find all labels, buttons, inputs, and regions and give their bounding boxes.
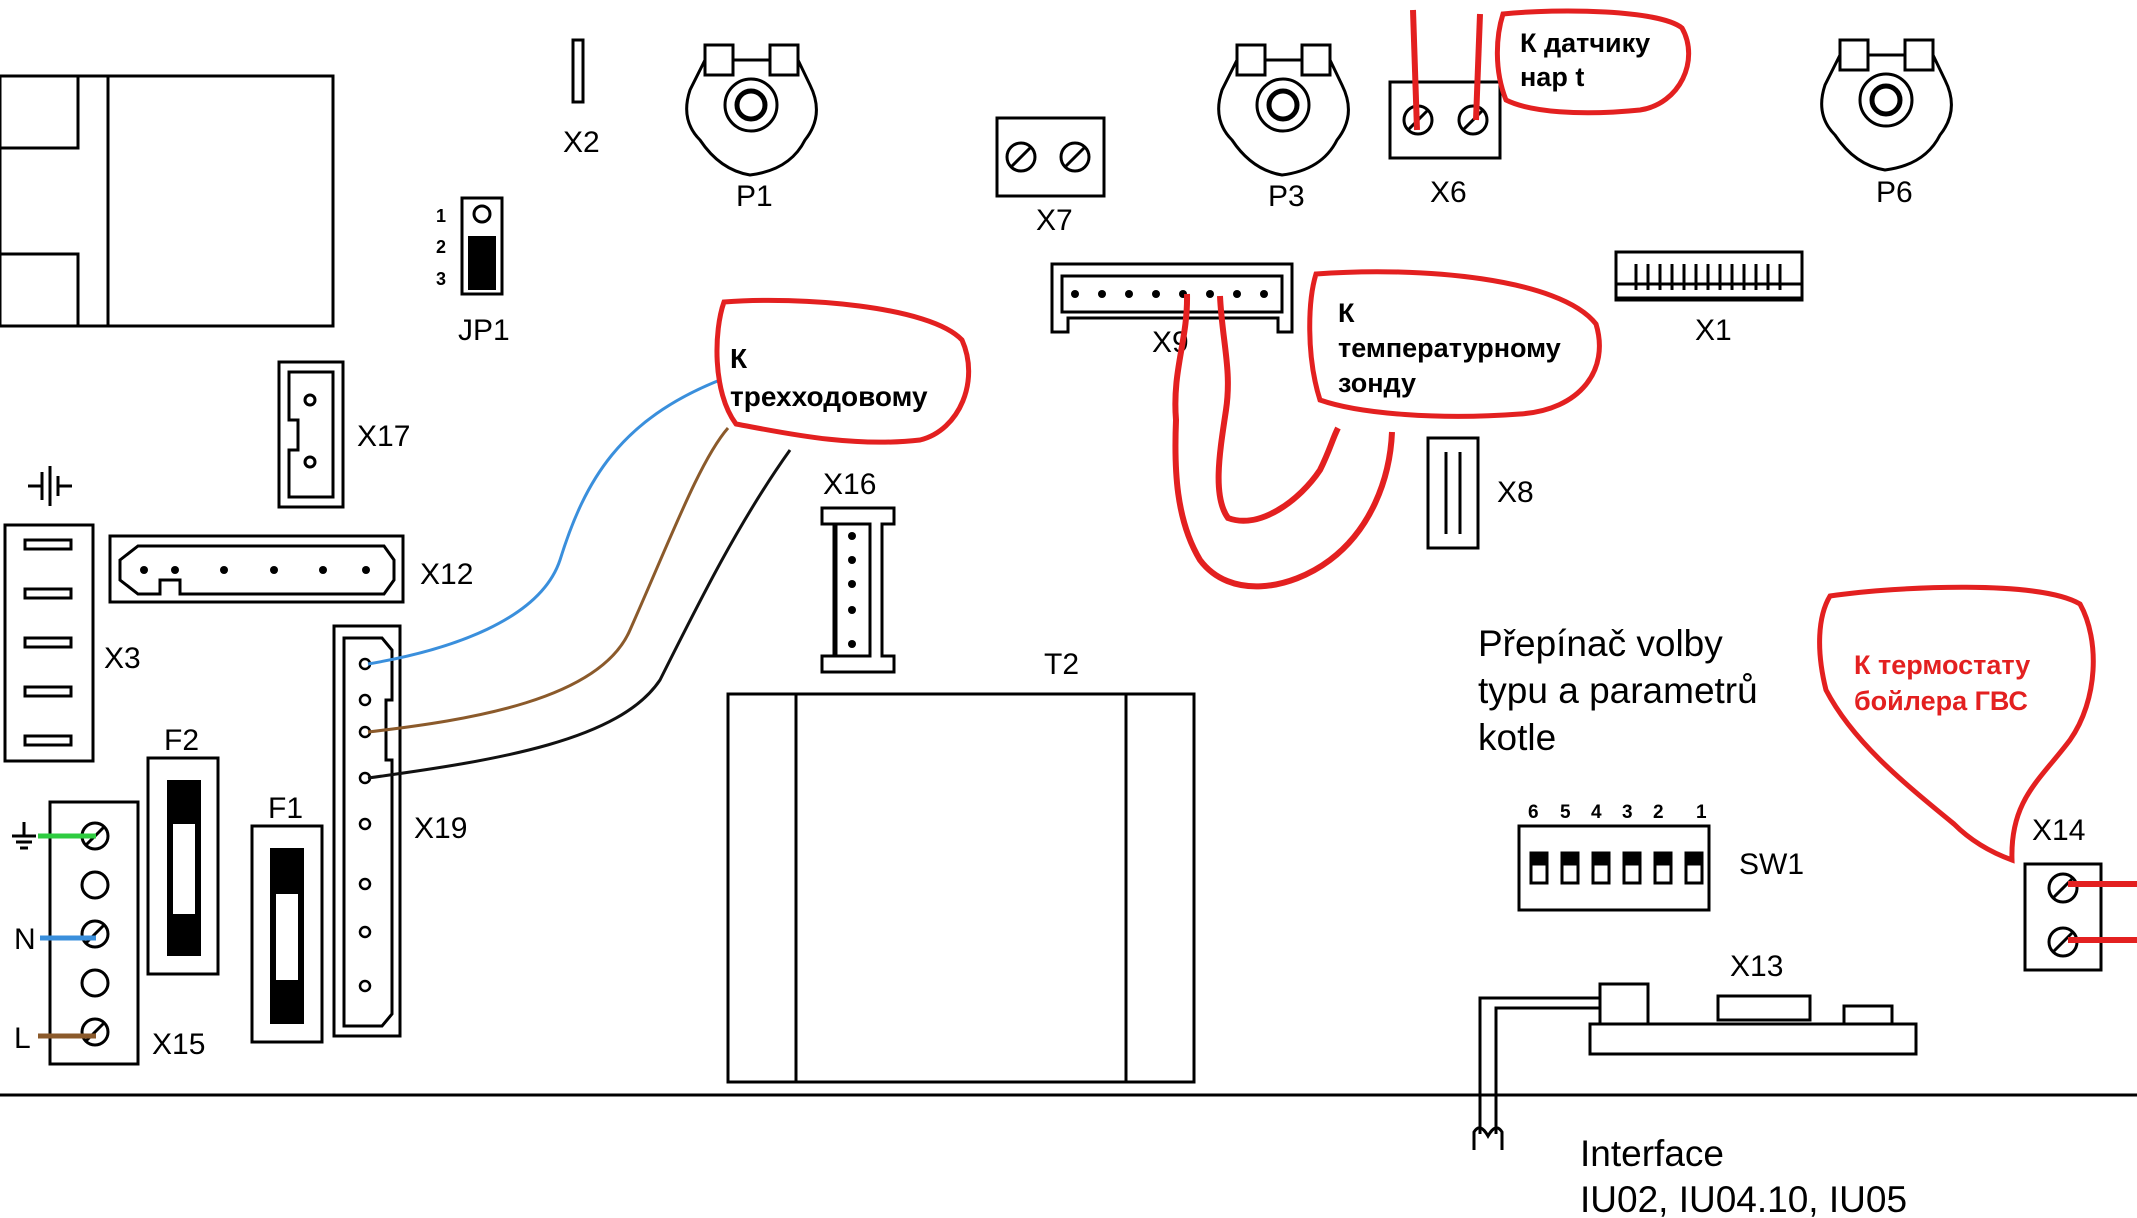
connector-x19: X19 <box>332 624 467 1038</box>
potentiometer-p1: P1 <box>685 43 818 213</box>
bubble-three-way <box>714 297 972 445</box>
bubble-outdoor-sensor <box>1494 8 1692 116</box>
potentiometer-p3: P3 <box>1217 43 1350 213</box>
svg-text:P6: P6 <box>1876 176 1913 209</box>
connector-x13: X13 <box>1472 950 1918 1150</box>
svg-text:F1: F1 <box>268 792 303 825</box>
svg-text:3: 3 <box>1622 802 1633 823</box>
wire-brown-three-way <box>367 427 730 734</box>
svg-text:IU02, IU04.10, IU05: IU02, IU04.10, IU05 <box>1580 1179 1907 1218</box>
wire-probe-inner <box>1215 295 1341 524</box>
svg-text:X1: X1 <box>1695 314 1732 347</box>
terminal-x7: X7 <box>995 116 1106 237</box>
note-dhw-line1: К термостату <box>1854 650 2030 680</box>
svg-text:Interface: Interface <box>1580 1133 1724 1174</box>
connector-x8: X8 <box>1426 436 1534 550</box>
potentiometer-p6: P6 <box>1820 38 1953 209</box>
note-dhw-line2: бойлера ГВС <box>1854 686 2028 716</box>
jumper-jp1: 1 2 3 JP1 <box>436 196 510 347</box>
switch-description: Přepínač volby typu a parametrů kotle <box>1478 623 1758 758</box>
svg-text:3: 3 <box>436 269 446 289</box>
svg-text:X15: X15 <box>152 1028 205 1061</box>
fuse-f1: F1 <box>250 792 324 1044</box>
svg-text:P3: P3 <box>1268 180 1305 213</box>
svg-text:1: 1 <box>436 206 446 226</box>
svg-text:F2: F2 <box>164 724 199 757</box>
svg-text:X8: X8 <box>1497 476 1534 509</box>
connector-x17: X17 <box>277 360 410 509</box>
svg-text:5: 5 <box>1560 802 1571 823</box>
svg-text:JP1: JP1 <box>458 314 510 347</box>
connector-x2: X2 <box>563 38 600 159</box>
connector-x16: X16 <box>820 468 896 674</box>
svg-text:1: 1 <box>1696 802 1707 823</box>
note-probe-line3: зонду <box>1338 368 1416 398</box>
note-probe-line1: К <box>1338 298 1355 328</box>
label-n: N <box>14 923 36 956</box>
fuse-f2: F2 <box>146 724 220 976</box>
relay-block <box>0 74 335 328</box>
bubble-temp-probe <box>1307 269 1602 419</box>
svg-text:X3: X3 <box>104 642 141 675</box>
note-outdoor-line1: К датчику <box>1520 28 1650 58</box>
connector-x1: X1 <box>1614 250 1804 347</box>
svg-text:X13: X13 <box>1730 950 1783 983</box>
wire-probe-outer <box>1172 293 1395 590</box>
svg-text:T2: T2 <box>1044 648 1079 681</box>
svg-text:X19: X19 <box>414 812 467 845</box>
svg-text:X17: X17 <box>357 420 410 453</box>
note-probe-line2: температурному <box>1338 333 1561 363</box>
svg-text:4: 4 <box>1591 802 1602 823</box>
connector-x9: X9 <box>1050 262 1294 359</box>
wire-black-three-way <box>367 449 792 780</box>
svg-text:X16: X16 <box>823 468 876 501</box>
label-l: L <box>14 1022 31 1055</box>
terminal-x6: X6 <box>1388 80 1502 209</box>
earth-symbol <box>12 822 36 850</box>
svg-text:X7: X7 <box>1036 204 1073 237</box>
svg-text:SW1: SW1 <box>1739 848 1804 881</box>
wire-blue-three-way <box>367 378 721 666</box>
ground-symbol <box>28 466 72 506</box>
dip-switch-sw1: 6 5 4 3 2 1 SW1 <box>1517 802 1804 912</box>
svg-text:P1: P1 <box>736 180 773 213</box>
wire-outdoor-1 <box>1410 9 1420 131</box>
connector-x12: X12 <box>108 534 473 604</box>
transformer-t2: T2 <box>726 648 1196 1084</box>
note-three-way-line1: К <box>730 343 748 374</box>
svg-text:X12: X12 <box>420 558 473 591</box>
svg-text:Přepínač volby: Přepínač volby <box>1478 623 1723 664</box>
note-outdoor-line2: нар t <box>1520 62 1584 92</box>
svg-text:2: 2 <box>436 237 446 257</box>
bubble-dhw-thermostat <box>1817 584 2096 864</box>
note-three-way-line2: трехходовому <box>730 381 928 412</box>
svg-text:X14: X14 <box>2032 814 2085 847</box>
interface-caption: Interface IU02, IU04.10, IU05 <box>1580 1133 1907 1218</box>
svg-text:X2: X2 <box>563 126 600 159</box>
svg-text:6: 6 <box>1528 802 1539 823</box>
svg-text:X6: X6 <box>1430 176 1467 209</box>
svg-text:typu a parametrů: typu a parametrů <box>1478 670 1758 711</box>
connector-x3: X3 <box>3 523 141 763</box>
svg-text:kotle: kotle <box>1478 717 1556 758</box>
svg-text:2: 2 <box>1653 802 1664 823</box>
wire-outdoor-2 <box>1473 13 1483 121</box>
